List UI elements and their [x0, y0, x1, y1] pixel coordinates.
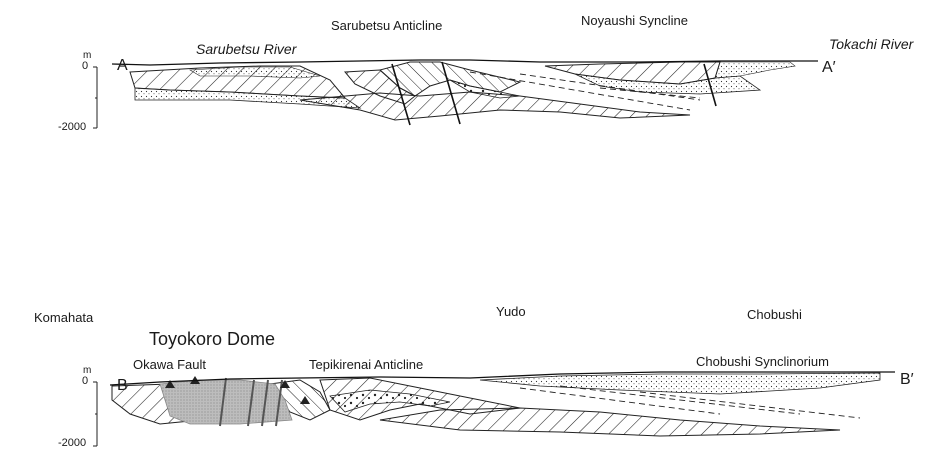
section-a-start-marker: A: [117, 58, 128, 74]
chobushi-label: Chobushi: [747, 308, 802, 321]
yudo-label: Yudo: [496, 305, 526, 318]
section-b-end-marker: B′: [900, 372, 914, 388]
section-b-profile: [110, 372, 895, 436]
tepikirenai-anticline-label: Tepikirenai Anticline: [309, 358, 423, 371]
okawa-fault-label: Okawa Fault: [133, 358, 206, 371]
noyaushi-syncline-label: Noyaushi Syncline: [581, 14, 688, 27]
sarubetsu-river-label: Sarubetsu River: [196, 42, 296, 56]
section-a-end-marker: A′: [822, 60, 836, 76]
tokachi-river-label: Tokachi River: [829, 37, 913, 51]
sarubetsu-anticline-label: Sarubetsu Anticline: [331, 19, 442, 32]
section-a-scale-top: 0: [82, 61, 88, 72]
chobushi-synclinorium-label: Chobushi Synclinorium: [696, 355, 829, 368]
section-a-scale-bar: [93, 67, 97, 128]
section-b-scale-top: 0: [82, 376, 88, 387]
komahata-label: Komahata: [34, 311, 93, 324]
section-b-start-marker: B: [117, 378, 128, 394]
section-b-scale-bar: [93, 382, 97, 446]
section-b-scale-bottom: -2000: [58, 438, 86, 449]
section-a-scale-bottom: -2000: [58, 122, 86, 133]
toyokoro-dome-label: Toyokoro Dome: [149, 330, 275, 348]
section-a-profile: [112, 60, 818, 125]
